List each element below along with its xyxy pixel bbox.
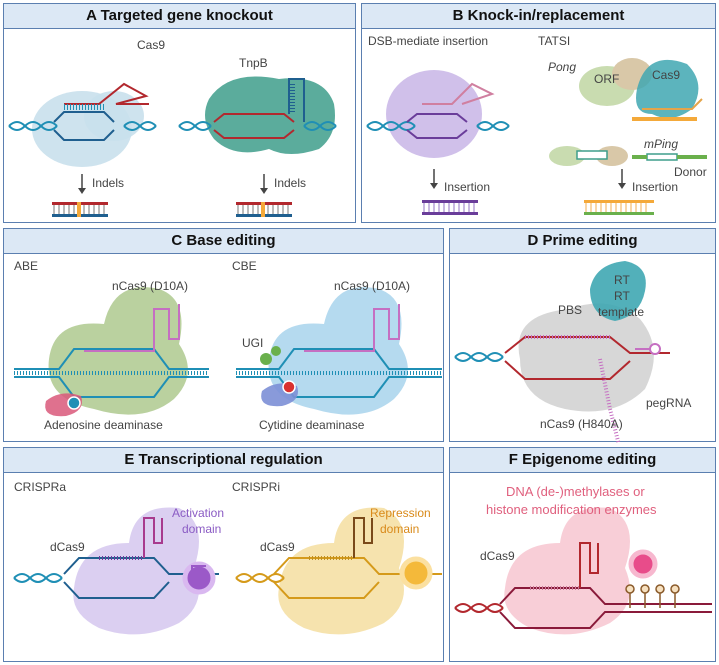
ncas9-protein bbox=[518, 303, 654, 412]
c-base-marker bbox=[282, 380, 296, 394]
cbe-label: CBE bbox=[232, 259, 257, 273]
ncas9-h840a-label: nCas9 (H840A) bbox=[540, 417, 623, 431]
tatsi-cas9 bbox=[636, 59, 699, 118]
orf-label: ORF bbox=[594, 72, 620, 86]
panel-title: F Epigenome editing bbox=[450, 448, 715, 473]
abe-label: ABE bbox=[14, 259, 39, 273]
epigenome-editing-illustration bbox=[454, 507, 712, 635]
activation-label-1: Activation bbox=[172, 506, 225, 520]
enzyme-icon bbox=[628, 549, 658, 579]
insertion-product-2 bbox=[584, 200, 654, 215]
knock-in-illustration bbox=[366, 58, 707, 215]
crispra-label: CRISPRa bbox=[14, 480, 67, 494]
cbe-guide-rna bbox=[304, 304, 400, 352]
indel-product-2 bbox=[236, 202, 292, 217]
guide-rna bbox=[64, 82, 149, 105]
panel-title: E Transcriptional regulation bbox=[4, 448, 443, 473]
pegrna-label: pegRNA bbox=[646, 396, 692, 410]
crispra-dcas9-label: dCas9 bbox=[50, 540, 85, 554]
donor-element bbox=[646, 153, 678, 161]
abe-ncas9-label: nCas9 (D10A) bbox=[112, 279, 189, 293]
enzymes-label-2: histone modification enzymes bbox=[486, 502, 657, 517]
cas9-label: Cas9 bbox=[137, 38, 166, 52]
dcas9-protein bbox=[504, 507, 630, 635]
panel-title: C Base editing bbox=[4, 229, 443, 254]
repression-label-2: domain bbox=[380, 522, 420, 536]
pegrna bbox=[598, 358, 621, 443]
knockout-illustration bbox=[8, 76, 337, 217]
crispri-label: CRISPRi bbox=[232, 480, 281, 494]
cbe-ncas9-label: nCas9 (D10A) bbox=[334, 279, 411, 293]
pbs-label: PBS bbox=[558, 303, 583, 317]
insertion-product-1 bbox=[422, 200, 478, 215]
dcas9-label: dCas9 bbox=[480, 549, 515, 563]
rt-template-label-1: RT bbox=[614, 289, 630, 303]
repression-label-1: Repression bbox=[370, 506, 431, 520]
crispra-dcas9-protein bbox=[73, 507, 199, 635]
panel-prime-editing: D Prime editing RT RT template PBS pegRN… bbox=[449, 228, 716, 443]
a-base-marker bbox=[67, 396, 81, 410]
activation-label-2: domain bbox=[182, 522, 222, 536]
panel-title: A Targeted gene knockout bbox=[4, 4, 355, 29]
crispri-dcas9-label: dCas9 bbox=[260, 540, 295, 554]
methylation-marks-icon bbox=[625, 584, 680, 608]
enzymes-label-1: DNA (de-)methylases or bbox=[506, 484, 645, 499]
rt-label: RT bbox=[614, 273, 630, 287]
repression-domain-icon bbox=[399, 556, 433, 590]
dsb-label: DSB-mediate insertion bbox=[368, 34, 489, 48]
transcriptional-regulation-illustration bbox=[13, 507, 442, 635]
tnpb-label: TnpB bbox=[239, 56, 268, 70]
panel-title: B Knock-in/replacement bbox=[362, 4, 715, 29]
ugi-protein bbox=[260, 353, 272, 365]
dna-helix bbox=[8, 121, 58, 131]
tatsi-cas9-label: Cas9 bbox=[652, 68, 681, 82]
pong-label: Pong bbox=[548, 60, 577, 74]
tatsi-label: TATSI bbox=[538, 34, 571, 48]
adenosine-deaminase-label: Adenosine deaminase bbox=[44, 418, 163, 432]
insertion-label-1: Insertion bbox=[444, 180, 491, 194]
panel-knock-in-replacement: B Knock-in/replacement DSB-me bbox=[361, 3, 716, 223]
donor-label: Donor bbox=[674, 165, 707, 179]
abe-guide-rna bbox=[84, 304, 180, 352]
mping-label: mPing bbox=[644, 137, 679, 151]
cytidine-deaminase-label: Cytidine deaminase bbox=[259, 418, 365, 432]
prime-editing-illustration bbox=[454, 261, 670, 443]
indel-product-1 bbox=[52, 202, 108, 217]
transposon-element bbox=[576, 150, 608, 160]
activation-domain-icon bbox=[182, 561, 216, 595]
ugi-label: UGI bbox=[242, 336, 264, 350]
panel-transcriptional-regulation: E Transcriptional regulation CRISPRa CRI… bbox=[3, 447, 444, 662]
guide-rna bbox=[422, 82, 495, 105]
tnpb-protein bbox=[205, 76, 335, 154]
panel-base-editing: C Base editing ABE CBE nCas9 (D10A) nCas… bbox=[3, 228, 444, 442]
panel-title: D Prime editing bbox=[450, 229, 715, 254]
rt-template-label-2: template bbox=[598, 305, 645, 319]
insertion-label-2: Insertion bbox=[632, 180, 679, 194]
panel-targeted-gene-knockout: A Targeted gene knockout bbox=[3, 3, 356, 223]
promoter-arrow-icon bbox=[191, 565, 206, 578]
indels-label-2: Indels bbox=[274, 176, 307, 190]
indels-label-1: Indels bbox=[92, 176, 125, 190]
panel-epigenome-editing: F Epigenome editing DNA (de-)methylases … bbox=[449, 447, 716, 662]
rt-protein bbox=[590, 261, 646, 321]
base-editing-illustration bbox=[14, 287, 442, 417]
